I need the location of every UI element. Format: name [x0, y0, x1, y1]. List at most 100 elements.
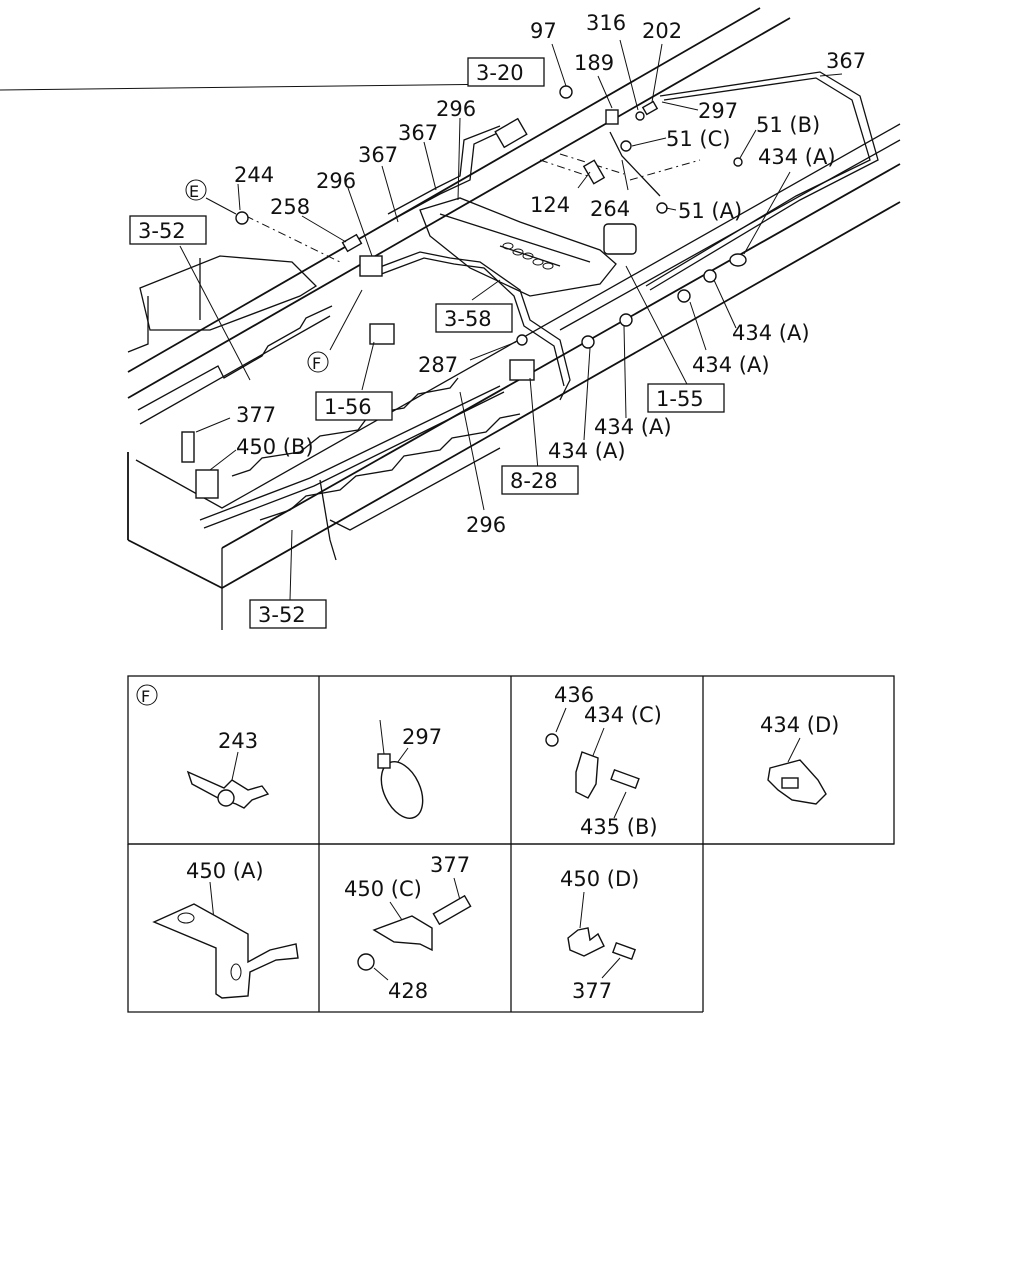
label-297: 297 — [698, 99, 738, 123]
bracket-450a-icon — [152, 903, 299, 999]
grid-cell-450a: 450 (A) — [152, 859, 299, 999]
label-296-a: 296 — [436, 97, 476, 121]
parts-grid — [127, 675, 895, 1013]
clip-434a-2 — [703, 269, 717, 283]
svg-text:3-58: 3-58 — [444, 307, 492, 331]
cell-435b-label: 435 (B) — [580, 815, 658, 839]
label-258: 258 — [270, 195, 310, 219]
brake-pipes — [199, 71, 901, 529]
ref-8-28: 8-28 — [501, 465, 579, 495]
svg-text:3-52: 3-52 — [258, 603, 306, 627]
detail-markers: E F — [185, 179, 329, 373]
clip-434a-1 — [729, 253, 747, 267]
svg-text:3-20: 3-20 — [476, 61, 524, 85]
fitting-51a — [656, 202, 668, 214]
clip-434a-5 — [581, 335, 595, 349]
callout-labels: 97 316 202 189 367 297 51 (C) 51 (B) 434… — [234, 11, 866, 537]
ref-3-58: 3-58 — [435, 303, 513, 333]
label-51a: 51 (A) — [678, 199, 742, 223]
crossmember-holes — [502, 242, 554, 270]
cell-450a-label: 450 (A) — [186, 859, 264, 883]
nut-97 — [559, 85, 573, 99]
cell-450c-label: 450 (C) — [344, 877, 422, 901]
bracket-450d-icon — [567, 927, 605, 957]
svg-text:8-28: 8-28 — [510, 469, 558, 493]
label-434a-5: 434 (A) — [548, 439, 626, 463]
cell-428-label: 428 — [388, 979, 428, 1003]
label-202: 202 — [642, 19, 682, 43]
callout-leaders — [0, 39, 843, 601]
ref-1-55: 1-55 — [647, 383, 725, 413]
label-264: 264 — [590, 197, 630, 221]
part-316 — [635, 111, 645, 121]
grid-cell-434c: 436 434 (C) 435 (B) — [545, 683, 662, 839]
label-296-c: 296 — [466, 513, 506, 537]
bolt-435b-icon — [610, 768, 640, 790]
bolt-377-icon — [432, 894, 472, 926]
label-51c: 51 (C) — [666, 127, 730, 151]
grid-cell-434d: 434 (D) — [760, 713, 839, 805]
bolt-377 — [181, 431, 195, 463]
block-8-28 — [509, 359, 535, 381]
label-97: 97 — [530, 19, 557, 43]
clip-3-20 — [494, 117, 528, 149]
nut-244 — [235, 211, 249, 225]
cell-297-label: 297 — [402, 725, 442, 749]
cell-436-label: 436 — [554, 683, 594, 707]
clip-434a-3 — [677, 289, 691, 303]
bracket-450c-icon — [372, 915, 433, 952]
ref-1-56: 1-56 — [315, 391, 393, 421]
cell-377a-label: 377 — [430, 853, 470, 877]
detail-marker-f-cell — [136, 684, 158, 706]
bolt-124 — [582, 159, 606, 185]
svg-text:F: F — [312, 354, 321, 373]
svg-text:1-56: 1-56 — [324, 395, 372, 419]
ref-3-52-top: 3-52 — [129, 215, 207, 245]
cell-377b-label: 377 — [572, 979, 612, 1003]
clip-434a-4 — [619, 313, 633, 327]
label-367-b: 367 — [358, 143, 398, 167]
valve-1-56 — [369, 323, 395, 345]
svg-text:1-55: 1-55 — [656, 387, 704, 411]
cell-434d-label: 434 (D) — [760, 713, 839, 737]
cell-450d-label: 450 (D) — [560, 867, 639, 891]
grid-cell-450d: 450 (D) 377 — [560, 867, 639, 1003]
reference-boxes: 3-20 3-52 3-58 1-56 1-55 8-28 3-52 — [129, 57, 725, 629]
washer-436-icon — [545, 733, 559, 747]
clamp-434c-icon — [575, 751, 599, 799]
bolt-377-d-icon — [611, 941, 637, 961]
label-287: 287 — [418, 353, 458, 377]
part-202 — [641, 100, 659, 116]
grid-cell-450c: 450 (C) 377 428 — [344, 853, 472, 1003]
ref-3-20: 3-20 — [467, 57, 545, 87]
fitting-51b — [733, 157, 743, 167]
chassis-frame — [127, 7, 901, 630]
label-124: 124 — [530, 193, 570, 217]
label-377: 377 — [236, 403, 276, 427]
svg-text:3-52: 3-52 — [138, 219, 186, 243]
label-367-top: 367 — [826, 49, 866, 73]
valve-1-55 — [603, 223, 637, 255]
clip-258 — [341, 233, 363, 253]
bracket-450b — [195, 469, 219, 499]
grid-cell-243: F 243 — [136, 684, 270, 809]
label-434a-2: 434 (A) — [732, 321, 810, 345]
ref-3-52-bottom: 3-52 — [249, 599, 327, 629]
cable-tie-head-icon — [377, 753, 391, 769]
label-450b: 450 (B) — [236, 435, 314, 459]
label-434a-3: 434 (A) — [692, 353, 770, 377]
detail-marker-e: E — [185, 179, 207, 201]
dashed-guides — [245, 153, 701, 263]
detail-marker-f: F — [307, 351, 329, 373]
cell-243-circle-label: F — [141, 687, 150, 706]
label-316: 316 — [586, 11, 626, 35]
label-434a-4: 434 (A) — [594, 415, 672, 439]
label-367-a: 367 — [398, 121, 438, 145]
connector-f — [359, 255, 383, 277]
label-296-b: 296 — [316, 169, 356, 193]
fitting-287 — [516, 334, 528, 346]
label-189: 189 — [574, 51, 614, 75]
grid-cell-297: 297 — [377, 719, 442, 819]
nut-428-icon — [357, 953, 375, 971]
